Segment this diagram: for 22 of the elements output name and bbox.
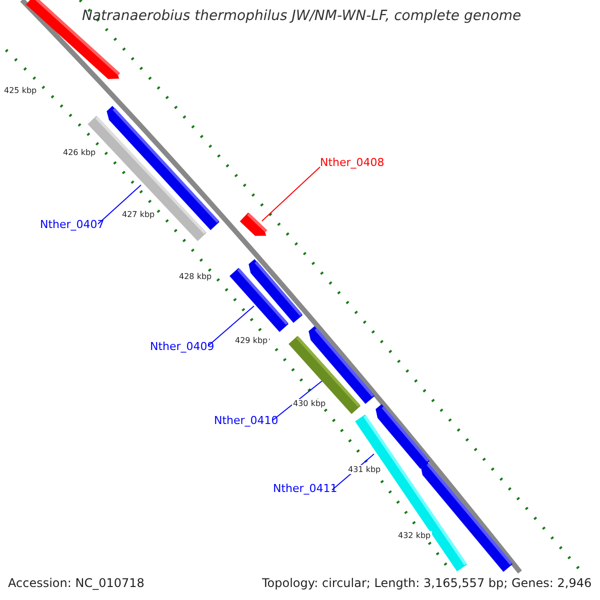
leader-line: [208, 306, 254, 346]
title: Natranaerobius thermophilus JW/NM-WN-LF, complete genome: [82, 8, 522, 24]
gene-label: Nther_0408: [320, 156, 384, 169]
scale-label: 427 kbp: [121, 210, 156, 219]
scale-label: 432 kbp: [397, 531, 432, 540]
leader-line: [98, 184, 142, 224]
gene-bar: [240, 212, 268, 236]
scale-label: 430 kbp: [292, 399, 327, 408]
gene-label: Nther_0410: [214, 414, 278, 427]
info-text: Topology: circular; Length: 3,165,557 bp; Genes: 2,946: [262, 576, 592, 590]
gene-bar: [230, 268, 288, 332]
scale-label: 425 kbp: [3, 86, 38, 95]
leader-line: [262, 166, 320, 222]
gene-label: Nther_0407: [40, 218, 104, 231]
leader-line: [272, 380, 322, 420]
scale-label: 428 kbp: [178, 272, 213, 281]
info-text: Accession: NC_010718: [8, 576, 144, 590]
scale-label: 429 kbp: [234, 336, 269, 345]
scale-label: 426 kbp: [62, 148, 97, 157]
gene-label: Nther_0409: [150, 340, 214, 353]
scale-label: 431 kbp: [347, 465, 382, 474]
gene-label: Nther_0411: [273, 482, 338, 495]
